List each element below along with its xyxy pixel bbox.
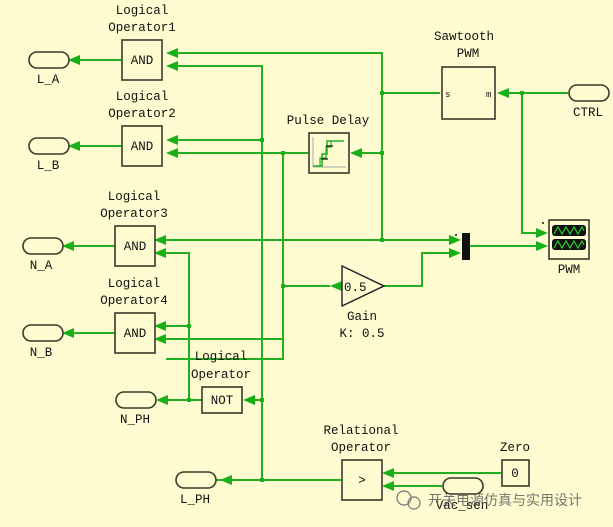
block-title: Gain (347, 310, 377, 324)
logical-operator4-block[interactable]: Logical Operator4 AND (100, 277, 168, 354)
wechat-icon (396, 490, 412, 506)
svg-text:N_PH: N_PH (120, 413, 150, 427)
svg-text:L_PH: L_PH (180, 493, 210, 507)
svg-text:Vac_sen: Vac_sen (436, 499, 489, 513)
from-tag-ctrl[interactable]: CTRL (568, 84, 610, 120)
block-title: Operator3 (100, 207, 168, 221)
wires (74, 52, 568, 487)
arrowheads (62, 48, 548, 491)
port-s-label: s (445, 90, 450, 100)
wire-283-down[interactable] (166, 153, 284, 360)
block-text: 0 (511, 467, 519, 481)
block-title: Relational (323, 424, 398, 438)
junctions (187, 91, 524, 482)
watermark: 开关电源仿真与实用设计 (396, 490, 582, 510)
block-title: Logical (116, 4, 169, 18)
block-title: Operator (191, 368, 251, 382)
mux-block[interactable] (455, 233, 470, 260)
goto-tag-l-b[interactable]: L_B (28, 137, 70, 173)
block-title: PWM (558, 263, 581, 277)
block-text: AND (124, 240, 147, 254)
block-text: AND (131, 140, 154, 154)
block-text: AND (131, 54, 154, 68)
logical-operator-not-block[interactable]: Logical Operator NOT (191, 350, 251, 414)
block-title: Operator4 (100, 294, 168, 308)
gain-param: K: 0.5 (339, 327, 384, 341)
wire-gain-out[interactable] (384, 252, 458, 287)
svg-text:L_B: L_B (37, 159, 60, 173)
zero-constant-block[interactable]: Zero 0 (500, 441, 530, 487)
wire-262[interactable] (178, 65, 263, 481)
block-title: Zero (500, 441, 530, 455)
watermark-text: 开关电源仿真与实用设计 (428, 493, 582, 509)
scope-wave-icon (553, 239, 585, 250)
relational-operator-block[interactable]: Relational Operator > (323, 424, 399, 501)
block-title: Sawtooth (434, 30, 494, 44)
block-title: Logical (195, 350, 248, 364)
block-title: Operator2 (108, 107, 176, 121)
wechat-icon (407, 496, 421, 510)
goto-tag-l-a[interactable]: L_A (28, 51, 70, 87)
block-title: Logical (108, 190, 161, 204)
svg-text:N_B: N_B (30, 346, 53, 360)
block-title: Logical (116, 90, 169, 104)
svg-text:N_A: N_A (30, 259, 53, 273)
port-m-label: m (486, 90, 491, 100)
pulse-delay-block[interactable]: Pulse Delay (287, 114, 370, 174)
block-text: AND (124, 327, 147, 341)
block-title: Pulse Delay (287, 114, 370, 128)
goto-tag-n-b[interactable]: N_B (22, 324, 64, 360)
gain-block[interactable]: 0.5 Gain K: 0.5 (339, 264, 386, 341)
scope-wave-icon (553, 225, 585, 236)
sawtooth-pwm-block[interactable]: Sawtooth PWM s m (434, 30, 496, 120)
block-text: > (358, 474, 366, 488)
goto-tag-n-a[interactable]: N_A (22, 237, 64, 273)
svg-text:CTRL: CTRL (573, 106, 603, 120)
block-title: Operator1 (108, 21, 176, 35)
wire-sawtooth-to-and1[interactable] (178, 52, 440, 94)
pwm-scope-block[interactable]: PWM (542, 219, 590, 277)
goto-tag-n-ph[interactable]: N_PH (115, 391, 157, 427)
goto-tag-l-ph[interactable]: L_PH (175, 471, 217, 507)
logical-operator1-block[interactable]: Logical Operator1 AND (108, 4, 176, 81)
svg-text:L_A: L_A (37, 73, 60, 87)
block-text: NOT (211, 394, 234, 408)
logical-operator3-block[interactable]: Logical Operator3 AND (100, 190, 168, 267)
logical-operator2-block[interactable]: Logical Operator2 AND (108, 90, 176, 167)
pulse-delay-icon (312, 137, 346, 168)
gain-value: 0.5 (344, 281, 367, 295)
wire-189[interactable] (166, 252, 190, 400)
block-title: Logical (108, 277, 161, 291)
block-title: Operator (331, 441, 391, 455)
block-title: PWM (457, 47, 480, 61)
from-tag-vac-sen[interactable]: Vac_sen (436, 477, 489, 513)
wire-ctrl-to-scope[interactable] (521, 93, 540, 234)
